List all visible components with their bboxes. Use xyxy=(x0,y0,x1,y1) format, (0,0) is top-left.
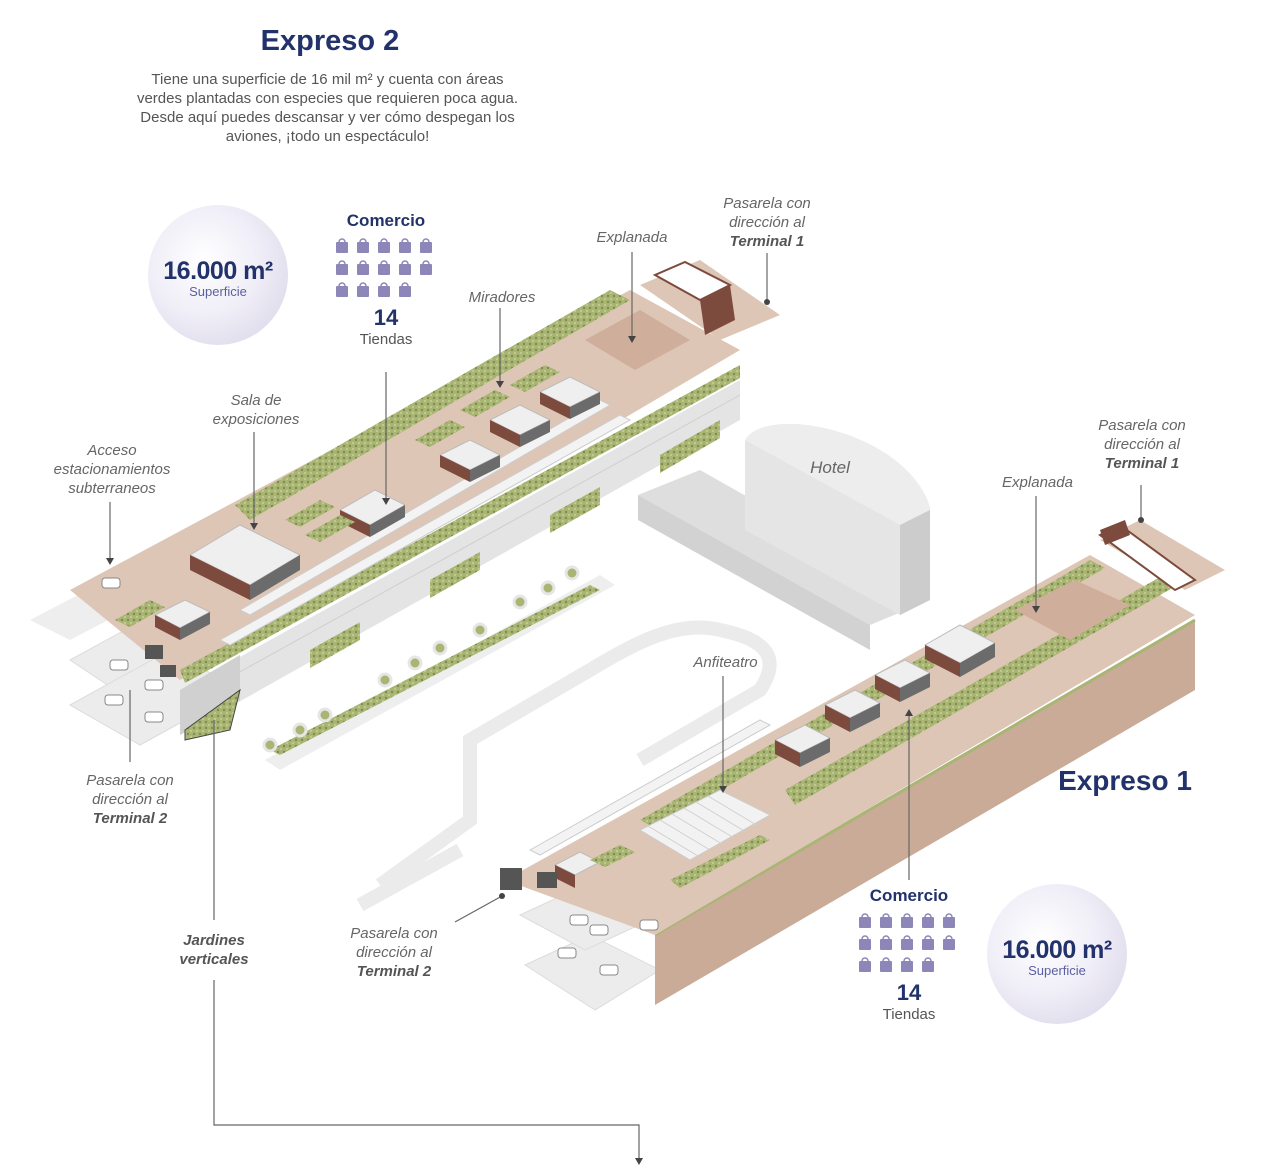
expreso-2-surface-badge: 16.000 m² Superficie xyxy=(148,205,288,345)
label-line: exposiciones xyxy=(212,411,300,428)
shopping-bag-icon xyxy=(941,934,957,950)
label-line: dirección al xyxy=(1104,436,1180,453)
shopping-bag-icon xyxy=(899,956,915,972)
shopping-bag-icon xyxy=(899,912,915,928)
label-pasarela-t1-e1: Pasarela con dirección al Terminal 1 xyxy=(1082,416,1202,473)
description-line: aviones, ¡todo un espectáculo! xyxy=(225,128,430,145)
label-line: verticales xyxy=(179,951,249,968)
expreso-1-surface-badge: 16.000 m² Superficie xyxy=(987,884,1127,1024)
shopping-bag-icon xyxy=(334,259,350,275)
description-line: Desde aquí puedes descansar y ver cómo d… xyxy=(140,109,515,126)
shopping-bag-icon xyxy=(920,934,936,950)
page-title: Expreso 2 xyxy=(260,25,400,57)
label-line: Pasarela con xyxy=(86,772,174,789)
shopping-bag-icon xyxy=(857,934,873,950)
shop-bags xyxy=(334,237,438,297)
shopping-bag-icon xyxy=(376,281,392,297)
car-icon xyxy=(557,914,659,976)
expreso-1-comercio: Comercio 14 Tiendas xyxy=(849,886,969,1023)
label-line: Pasarela con xyxy=(1098,417,1186,434)
shopping-bag-icon xyxy=(376,259,392,275)
shops-count: 14 xyxy=(373,305,399,330)
shopping-bag-icon xyxy=(878,934,894,950)
label-line: dirección al xyxy=(356,944,432,961)
shopping-bag-icon xyxy=(355,259,371,275)
label-line: dirección al xyxy=(729,214,805,231)
shopping-bag-icon xyxy=(355,237,371,253)
shopping-bag-icon xyxy=(899,934,915,950)
shops-label: Tiendas xyxy=(359,331,413,348)
shop-bags xyxy=(857,912,961,972)
label-pasarela-t1-e2: Pasarela con dirección al Terminal 1 xyxy=(707,194,827,251)
label-line: estacionamientos xyxy=(53,461,171,478)
label-miradores: Miradores xyxy=(468,289,536,306)
shopping-bag-icon xyxy=(418,259,434,275)
shopping-bag-icon xyxy=(920,956,936,972)
shopping-bag-icon xyxy=(334,237,350,253)
shopping-bag-icon xyxy=(397,237,413,253)
shopping-bag-icon xyxy=(941,912,957,928)
shopping-bag-icon xyxy=(397,259,413,275)
shopping-bag-icon xyxy=(920,912,936,928)
description-line: Tiene una superficie de 16 mil m² y cuen… xyxy=(151,71,504,88)
description-line: verdes plantadas con especies que requie… xyxy=(136,90,519,107)
label-line: subterraneos xyxy=(68,480,156,497)
shopping-bag-icon xyxy=(376,237,392,253)
label-anfiteatro: Anfiteatro xyxy=(693,654,758,671)
shopping-bag-icon xyxy=(334,281,350,297)
hotel-building xyxy=(638,423,930,650)
label-explanada-e2: Explanada xyxy=(596,229,668,246)
label-pasarela-t2-e2: Pasarela con dirección al Terminal 2 xyxy=(70,771,190,828)
label-line-bold: Terminal 1 xyxy=(1104,455,1180,472)
label-hotel: Hotel xyxy=(810,458,850,477)
car-icon xyxy=(101,577,164,723)
shopping-bag-icon xyxy=(857,912,873,928)
expreso-1-title: Expreso 1 xyxy=(1058,765,1192,796)
shops-count: 14 xyxy=(896,980,922,1005)
label-jardines-verticales: Jardines verticales xyxy=(164,931,264,969)
label-line-bold: Terminal 1 xyxy=(729,233,805,250)
shopping-bag-icon xyxy=(878,956,894,972)
label-line-bold: Terminal 2 xyxy=(356,963,432,980)
label-line: Pasarela con xyxy=(350,925,438,942)
expreso-2-comercio: Comercio 14 Tiendas xyxy=(326,211,446,348)
label-sala-exposiciones: Sala de exposiciones xyxy=(196,391,316,429)
leader-lines xyxy=(109,252,1142,1160)
surface-label: Superficie xyxy=(1028,963,1086,978)
label-line: dirección al xyxy=(92,791,168,808)
surface-label: Superficie xyxy=(189,284,247,299)
comercio-title: Comercio xyxy=(869,886,949,905)
expreso-1-building xyxy=(500,520,1225,1011)
label-pasarela-t2-e1: Pasarela con dirección al Terminal 2 xyxy=(334,924,454,981)
arrow-icon xyxy=(106,299,1144,1165)
label-line: Pasarela con xyxy=(723,195,811,212)
expreso-2-building xyxy=(30,260,780,746)
comercio-title: Comercio xyxy=(346,211,426,230)
page-description: Tiene una superficie de 16 mil m² y cuen… xyxy=(110,70,545,146)
label-line: Acceso xyxy=(87,442,137,459)
surface-value: 16.000 m² xyxy=(1002,936,1112,964)
label-explanada-e1: Explanada xyxy=(1002,474,1073,491)
label-line: Jardines xyxy=(183,932,245,949)
label-line-bold: Terminal 2 xyxy=(92,810,168,827)
shopping-bag-icon xyxy=(397,281,413,297)
shopping-bag-icon xyxy=(418,237,434,253)
surface-value: 16.000 m² xyxy=(163,257,273,285)
taxiway xyxy=(262,565,777,912)
shopping-bag-icon xyxy=(878,912,894,928)
label-line: Sala de xyxy=(230,392,282,409)
shopping-bag-icon xyxy=(355,281,371,297)
label-acceso-estacionamientos: Acceso estacionamientos subterraneos xyxy=(42,441,182,498)
shops-label: Tiendas xyxy=(882,1006,936,1023)
shopping-bag-icon xyxy=(857,956,873,972)
